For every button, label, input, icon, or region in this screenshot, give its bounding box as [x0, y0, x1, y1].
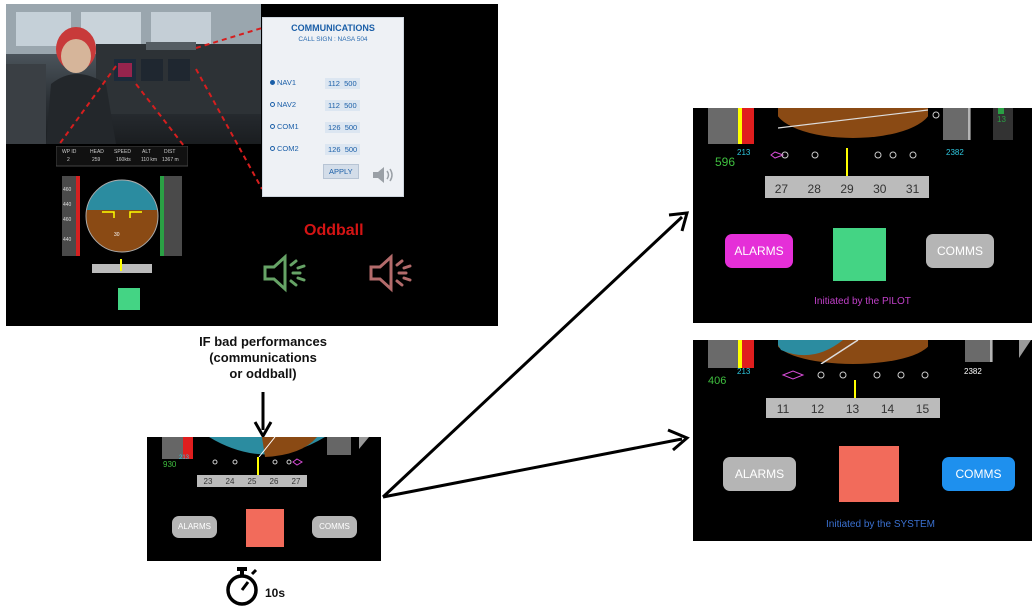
pilot-alarms-button[interactable]: ALARMS	[725, 234, 793, 268]
freq-nav2[interactable]: 112 500	[325, 100, 360, 111]
pilot-comms-button[interactable]: COMMS	[926, 234, 994, 268]
svg-text:440: 440	[63, 202, 72, 208]
radio-icon	[270, 146, 275, 151]
stopwatch-icon	[226, 567, 258, 606]
freq-com2[interactable]: 126 500	[325, 144, 361, 155]
center-display-graphic: 930 213	[162, 437, 369, 487]
system-display-graphic: 406 213 2382	[708, 340, 1031, 418]
svg-text:213: 213	[737, 148, 751, 157]
svg-text:2382: 2382	[946, 148, 964, 157]
speaker-icon	[373, 167, 393, 183]
center-comms-button[interactable]: COMMS	[312, 516, 357, 538]
svg-text:596: 596	[715, 155, 735, 169]
radio-selected-icon	[270, 80, 275, 85]
center-alarms-button[interactable]: ALARMS	[172, 516, 217, 538]
svg-text:160kts: 160kts	[116, 157, 131, 163]
center-status-square	[246, 509, 284, 547]
svg-text:2: 2	[67, 157, 70, 163]
timer-label: 10s	[265, 586, 286, 600]
pilot-status-square	[833, 228, 886, 281]
system-comms-button[interactable]: COMMS	[942, 457, 1015, 491]
svg-text:30: 30	[114, 232, 120, 238]
pilot-caption: Initiated by the PILOT	[814, 296, 911, 307]
small-pfd-graphic: WP ID HEAD SPEED ALT DIST 2 259 160kts 110 km 13…	[55, 145, 189, 310]
zoom-lines	[57, 27, 263, 190]
speaker-go-icon	[263, 253, 306, 293]
condition-text: IF bad performances (communications or o…	[199, 334, 327, 381]
radio-com2[interactable]: COM2	[270, 144, 299, 153]
radio-nav1[interactable]: NAV1	[270, 78, 296, 87]
svg-text:259: 259	[92, 157, 101, 163]
call-sign: CALL SIGN : NASA 504	[298, 36, 368, 43]
freq-nav1[interactable]: 112 500	[325, 78, 360, 89]
small-pfd: WP ID HEAD SPEED ALT DIST 2 259 160kts 110 km 13…	[55, 145, 189, 326]
svg-text:DIST: DIST	[164, 149, 175, 155]
svg-text:213: 213	[179, 455, 190, 461]
system-alarms-button[interactable]: ALARMS	[723, 457, 796, 491]
svg-text:HEAD: HEAD	[90, 149, 104, 155]
svg-text:460: 460	[63, 217, 72, 223]
radio-icon	[270, 102, 275, 107]
radio-nav2[interactable]: NAV2	[270, 100, 296, 109]
svg-text:2382: 2382	[964, 367, 982, 376]
svg-text:213: 213	[737, 367, 751, 376]
svg-text:460: 460	[63, 187, 72, 193]
speaker-nogo-icon	[369, 253, 412, 293]
pilot-display-graphic: 596 213 13 2382	[708, 108, 1013, 198]
comm-panel-title: COMMUNICATIONS	[291, 23, 375, 33]
oddball-title: Oddball	[304, 222, 364, 239]
svg-text:WP ID: WP ID	[62, 149, 77, 155]
svg-text:110 km: 110 km	[141, 157, 157, 163]
center-left-value: 930	[163, 460, 177, 469]
svg-text:ALT: ALT	[142, 149, 151, 155]
svg-text:406: 406	[708, 375, 726, 387]
system-status-square	[839, 446, 899, 502]
cockpit-composite: WP ID HEAD SPEED ALT DIST 2 259 160kts 110 km 13…	[6, 4, 498, 326]
radio-icon	[270, 124, 275, 129]
down-arrow	[253, 392, 273, 438]
svg-text:1367 m: 1367 m	[162, 157, 179, 163]
svg-text:SPEED: SPEED	[114, 149, 131, 155]
pilot-photo-illustration	[6, 4, 261, 144]
branch-arrows	[381, 211, 690, 499]
system-caption: Initiated by the SYSTEM	[826, 519, 935, 530]
pilot-photo	[6, 4, 261, 144]
communications-panel: COMMUNICATIONS CALL SIGN : NASA 504 NAV1…	[262, 17, 404, 197]
svg-text:13: 13	[997, 115, 1006, 124]
apply-button[interactable]: APPLY	[323, 164, 359, 179]
radio-com1[interactable]: COM1	[270, 122, 299, 131]
freq-com1[interactable]: 126 500	[325, 122, 361, 133]
svg-text:440: 440	[63, 237, 72, 243]
